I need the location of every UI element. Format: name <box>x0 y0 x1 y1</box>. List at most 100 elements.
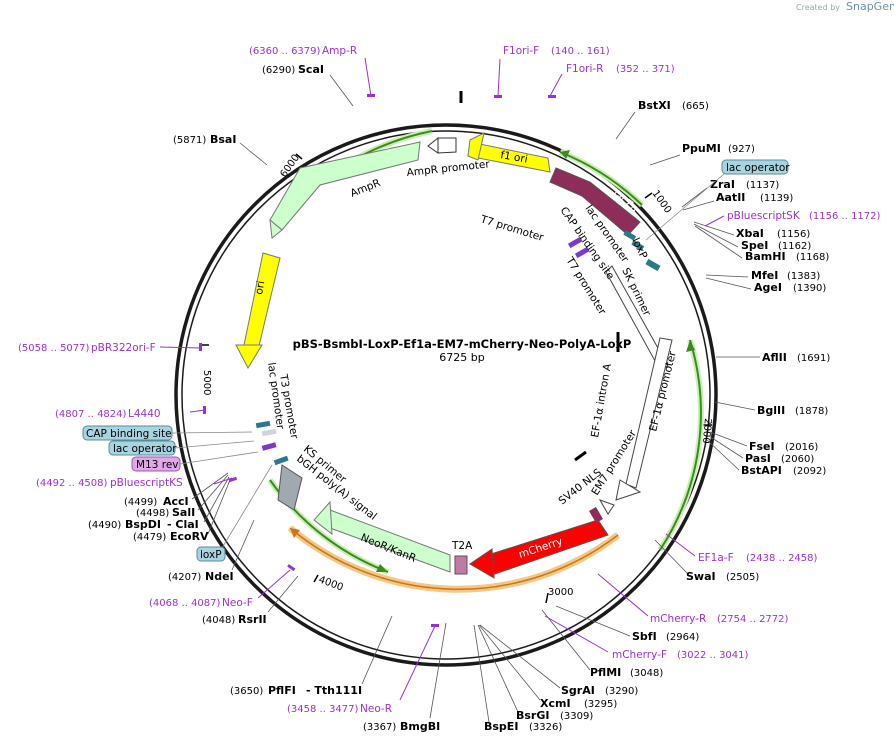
small-features-top <box>567 230 669 371</box>
primer-range: (4807 .. 4824) <box>55 409 127 420</box>
site-name[interactable]: NdeI <box>205 570 234 583</box>
site-name[interactable]: BsaI <box>210 133 236 146</box>
lac-operator-box-left[interactable] <box>108 440 176 456</box>
site-pos: (5871) <box>173 135 206 146</box>
feature-f1-ori[interactable]: f1 ori <box>467 132 551 173</box>
site-name[interactable]: - ClaI <box>167 518 199 531</box>
site-name[interactable]: - Tth111I <box>306 684 362 697</box>
primer-name[interactable]: Neo-R <box>360 703 392 715</box>
plasmid-name: pBS-BsmbI-LoxP-Ef1a-EM7-mCherry-Neo-Poly… <box>293 337 632 351</box>
primer-name[interactable]: pBluescriptSK <box>727 210 801 222</box>
site-name[interactable]: PflMI <box>590 666 621 679</box>
feature-mcherry[interactable]: mCherry <box>469 519 609 579</box>
primer-range: (1156 .. 1172) <box>809 211 881 222</box>
site-name[interactable]: MfeI <box>751 269 778 282</box>
site-pos: (4498) <box>136 508 169 519</box>
site-pos: (1878) <box>795 406 828 417</box>
lac-operator-label-top: lac operator <box>726 162 790 174</box>
small-features-left <box>255 420 289 466</box>
site-name[interactable]: SpeI <box>741 239 768 252</box>
site-name[interactable]: ZraI <box>710 178 735 191</box>
site-name[interactable]: BglII <box>757 404 785 417</box>
site-name[interactable]: AflII <box>762 351 787 364</box>
backbone <box>174 91 718 667</box>
site-pos: (6290) <box>262 65 295 76</box>
site-pos: (4207) <box>168 572 201 583</box>
ef1a-intron-label: EF-1α intron A <box>589 362 614 439</box>
site-pos: (1139) <box>760 193 793 204</box>
site-name[interactable]: BstAPI <box>741 464 782 477</box>
primer-range: (2438 .. 2458) <box>746 553 818 564</box>
site-pos: (4479) <box>133 532 166 543</box>
site-pos: (2505) <box>726 572 759 583</box>
snapgene-logo: SnapGene <box>846 0 894 13</box>
site-pos: (4048) <box>202 615 235 626</box>
site-name[interactable]: PpuMI <box>682 142 721 155</box>
site-name[interactable]: AgeI <box>754 281 782 294</box>
site-name[interactable]: XbaI <box>736 227 764 240</box>
primer-name[interactable]: EF1a-F <box>698 552 734 564</box>
tick-1000: 1000 <box>650 188 674 215</box>
orange-arc <box>289 527 619 591</box>
site-pos: (2016) <box>785 442 818 453</box>
loxp-box[interactable] <box>196 546 226 562</box>
site-name[interactable]: AccI <box>163 495 189 508</box>
feature-ori[interactable]: ori <box>235 252 281 370</box>
lac-operator-label-left: lac operator <box>113 443 177 455</box>
feature-t2a[interactable]: T2A <box>451 540 473 575</box>
lac-operator-box-top[interactable] <box>721 159 789 175</box>
m13-rev-label: M13 rev <box>136 459 179 471</box>
site-pos: (3367) <box>363 722 396 733</box>
primer-name[interactable]: pBluescriptKS <box>110 477 183 489</box>
site-name[interactable]: AatII <box>716 191 745 204</box>
site-name[interactable]: SalI <box>172 506 195 519</box>
site-name[interactable]: BsrGI <box>516 709 549 722</box>
site-name[interactable]: BamHI <box>745 250 786 263</box>
primer-name[interactable]: Amp-R <box>322 45 357 57</box>
sites-right: BstXI (665) PpuMI (927) ZraI (1137) AatI… <box>473 99 830 733</box>
loxp-box-label: loxP <box>200 549 222 561</box>
primer-range: (6360 .. 6379) <box>249 46 321 57</box>
site-name[interactable]: FseI <box>749 440 775 453</box>
primer-range: (140 .. 161) <box>551 46 610 57</box>
primer-range: (3458 .. 3477) <box>287 704 359 715</box>
site-name[interactable]: BspDI <box>125 518 161 531</box>
site-name[interactable]: PflFI <box>268 684 296 697</box>
primer-name[interactable]: L4440 <box>128 408 161 420</box>
site-name[interactable]: SbfI <box>632 630 657 643</box>
primer-name[interactable]: mCherry-R <box>650 613 706 625</box>
site-pos: (3048) <box>630 668 663 679</box>
primer-range: (352 .. 371) <box>616 64 675 75</box>
primer-name[interactable]: pBR322ori-F <box>91 342 156 354</box>
cap-binding-box[interactable] <box>82 425 173 441</box>
site-pos: (4490) <box>88 520 121 531</box>
site-name[interactable]: SwaI <box>686 570 716 583</box>
site-name[interactable]: ScaI <box>298 63 324 76</box>
m13-rev-box[interactable] <box>131 456 181 472</box>
site-name[interactable]: PasI <box>745 452 771 465</box>
site-name[interactable]: BmgBI <box>400 720 440 733</box>
site-name[interactable]: EcoRV <box>170 530 209 543</box>
ef1a-arc <box>659 339 702 551</box>
primer-range: (3022 .. 3041) <box>677 650 749 661</box>
site-pos: (3650) <box>230 686 263 697</box>
primer-name[interactable]: Neo-F <box>222 597 253 609</box>
site-name[interactable]: BspEI <box>484 720 518 733</box>
site-pos: (1390) <box>793 283 826 294</box>
site-pos: (3290) <box>605 686 638 697</box>
primer-name[interactable]: F1ori-F <box>503 45 539 57</box>
ampr-promoter-label: AmpR promoter <box>406 158 491 179</box>
primer-name[interactable]: mCherry-F <box>612 649 667 661</box>
site-name[interactable]: BstXI <box>638 99 671 112</box>
primer-name[interactable]: F1ori-R <box>566 63 603 75</box>
primers: (6360 .. 6379) Amp-R F1ori-F (140 .. 161… <box>18 45 881 715</box>
cap-binding-box-label: CAP binding site <box>86 428 172 440</box>
site-pos: (3295) <box>584 699 617 710</box>
site-name[interactable]: XcmI <box>540 697 571 710</box>
site-name[interactable]: RsrII <box>238 613 267 626</box>
tick-3000: 3000 <box>548 587 573 598</box>
primer-range: (2754 .. 2772) <box>717 614 789 625</box>
site-name[interactable]: SgrAI <box>561 684 595 697</box>
site-pos: (3326) <box>529 722 562 733</box>
